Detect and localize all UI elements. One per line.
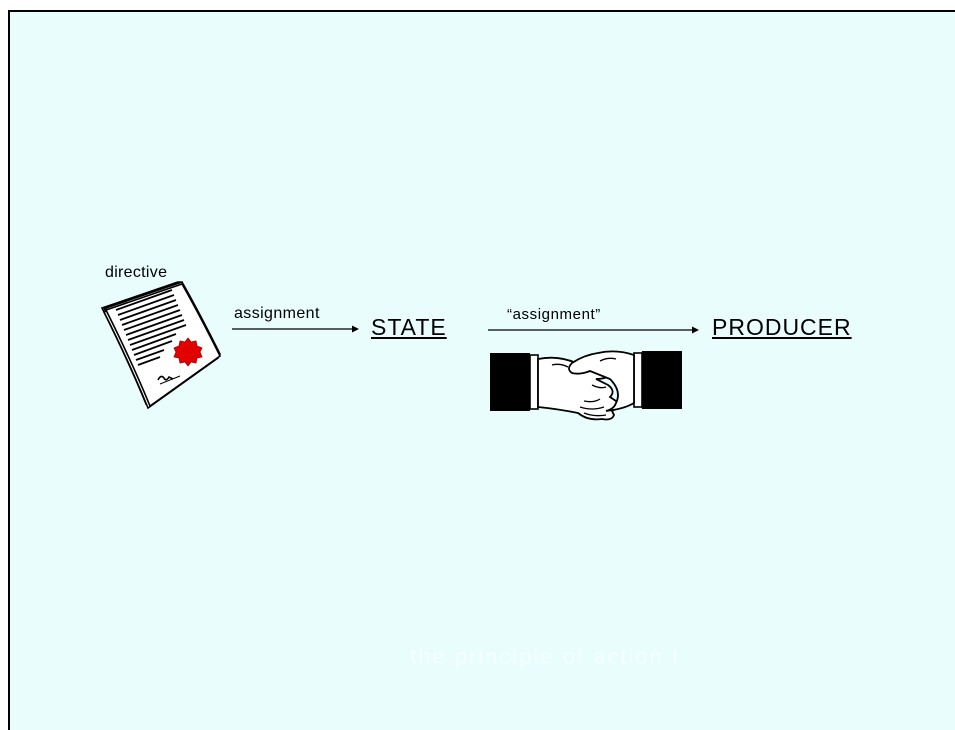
quoted-assignment-arrow <box>488 326 699 334</box>
slide-canvas: directive assignment STATE “assignment” … <box>8 10 955 730</box>
seal-icon <box>173 337 203 367</box>
directive-label: directive <box>105 264 168 281</box>
assignment-arrow <box>232 325 359 333</box>
assignment-label: assignment <box>234 305 320 322</box>
state-label: STATE <box>371 314 447 340</box>
handshake-icon <box>490 350 682 421</box>
footer-text: the principle of action I <box>410 644 681 669</box>
quoted-assignment-label: “assignment” <box>507 306 601 323</box>
document-stack-icon <box>100 281 222 410</box>
producer-label: PRODUCER <box>712 314 852 340</box>
